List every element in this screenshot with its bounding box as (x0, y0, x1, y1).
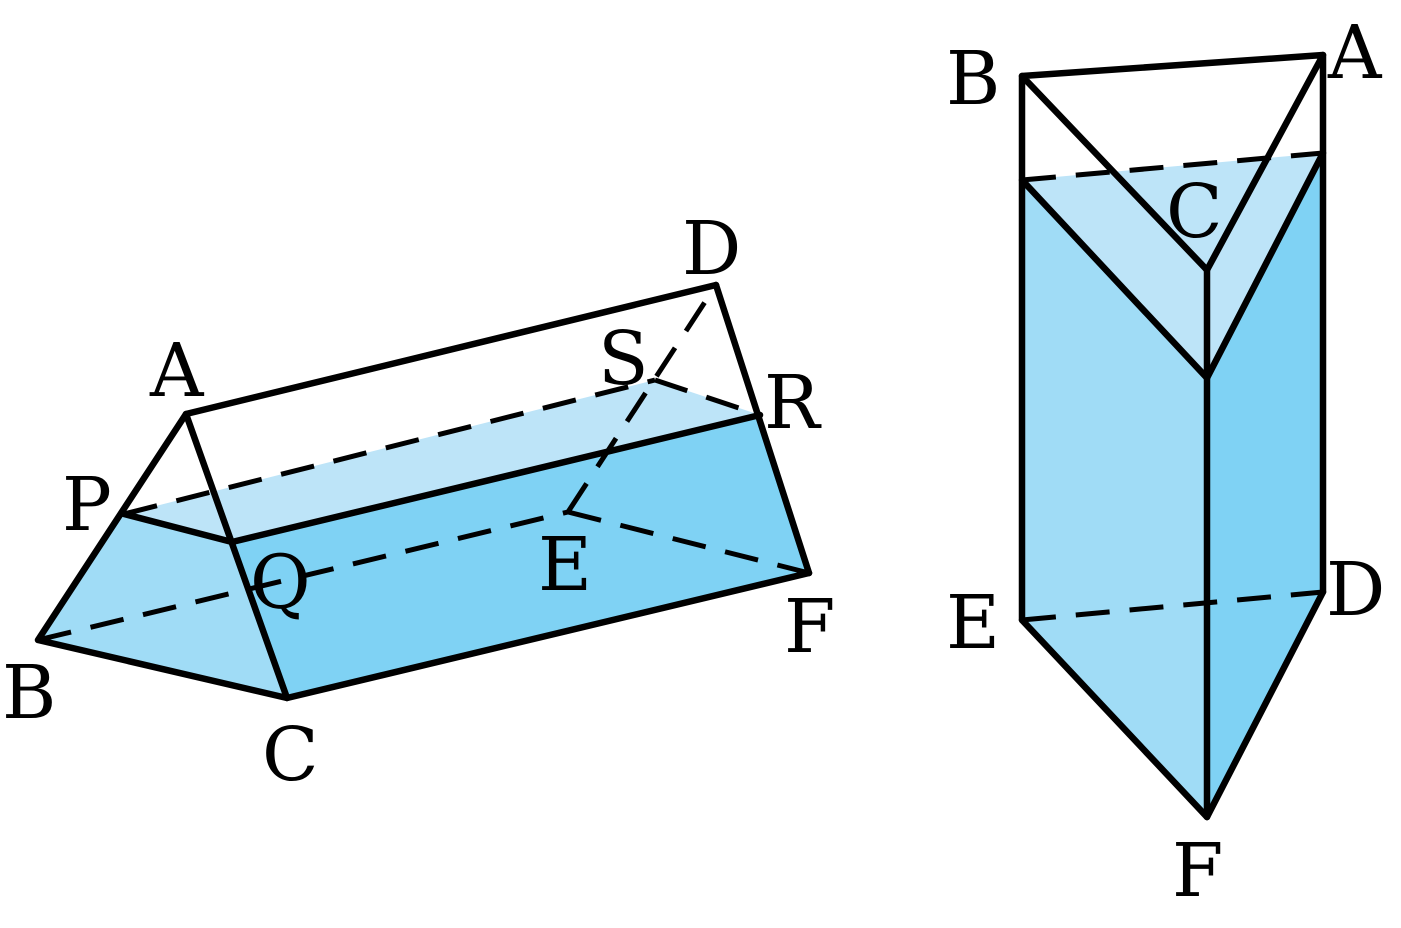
left-prism: A D S R P Q E F B C (2, 206, 835, 798)
right-prism: B A C E D F (946, 10, 1385, 914)
left-label-S: S (598, 316, 649, 402)
right-label-F: F (1172, 828, 1223, 914)
left-label-R: R (764, 360, 822, 446)
right-label-A: A (1327, 10, 1383, 96)
left-edge-PQ (120, 510, 236, 546)
left-label-P: P (62, 462, 112, 548)
right-water-edge-right (1203, 149, 1327, 382)
right-top-triangle (1018, 51, 1327, 274)
left-edge-BE-hidden (37, 509, 569, 643)
right-edge-EF (1018, 616, 1211, 821)
left-label-C: C (262, 712, 319, 798)
left-label-E: E (538, 522, 592, 608)
left-edge-QR (228, 411, 764, 546)
left-edge-AD (182, 281, 720, 418)
right-label-E: E (946, 580, 1000, 666)
left-water-side-face (232, 415, 809, 698)
right-label-C: C (1166, 169, 1223, 255)
left-label-A: A (149, 328, 205, 414)
left-label-B: B (2, 650, 56, 736)
left-edge-SR-hidden (654, 377, 761, 418)
left-front-triangle (34, 410, 291, 702)
right-label-B: B (946, 36, 1000, 122)
left-label-F: F (784, 584, 835, 670)
right-water-surface (1022, 153, 1323, 378)
left-edge-CF (283, 569, 813, 702)
left-edge-PS-hidden (123, 377, 656, 517)
left-label-D: D (682, 206, 741, 292)
left-label-Q: Q (250, 540, 311, 626)
right-edge-DF (1203, 588, 1327, 821)
right-water-right-face (1207, 153, 1323, 817)
left-edge-EF-hidden (567, 509, 810, 576)
left-edge-DF (712, 281, 813, 577)
right-label-D: D (1326, 547, 1385, 633)
right-water-edge-left (1018, 176, 1211, 382)
left-edge-ED-hidden (565, 283, 719, 514)
right-water-left-face (1022, 180, 1207, 817)
left-water-surface (124, 380, 760, 542)
